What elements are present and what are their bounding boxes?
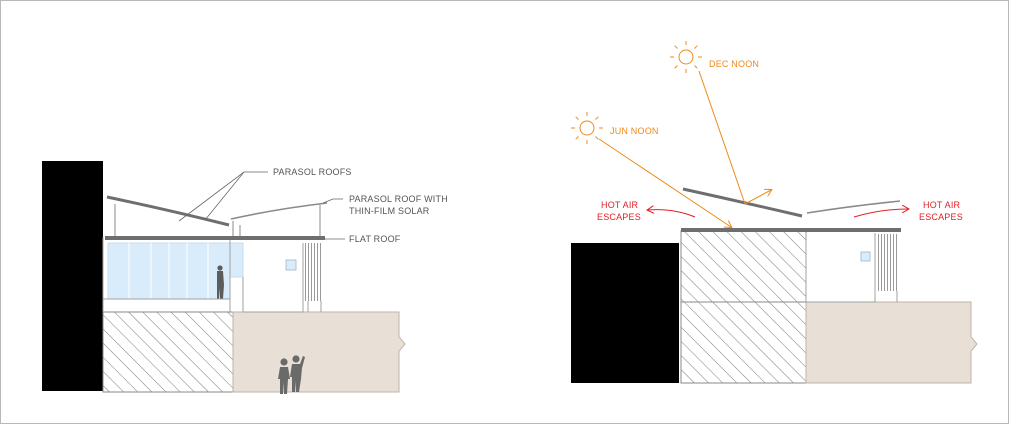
right-parasol-roof-left <box>682 187 803 218</box>
right-parasol-roof-right <box>806 200 901 214</box>
label-parasol-solar-1: PARASOL ROOF WITH <box>349 194 448 204</box>
jun-noon-ray <box>598 138 731 227</box>
label-hot-air-left-1: HOT AIR <box>601 200 639 210</box>
right-louver-screen <box>877 234 897 291</box>
label-hot-air-left-2: ESCAPES <box>597 212 641 222</box>
right-small-window <box>860 251 871 262</box>
sun-icon-jun <box>571 112 603 144</box>
parasol-roof-left <box>106 195 230 227</box>
label-parasol-solar-2: THIN-FILM SOLAR <box>349 206 430 216</box>
label-dec-noon: DEC NOON <box>709 59 759 69</box>
sun-icon-dec <box>670 41 702 73</box>
label-jun-noon: JUN NOON <box>610 126 659 136</box>
interior-person <box>217 265 224 299</box>
dec-noon-ray <box>698 70 746 205</box>
label-hot-air-right-2: ESCAPES <box>919 212 963 222</box>
right-building-outline <box>805 233 876 303</box>
hot-air-arrow-right <box>853 209 908 218</box>
left-small-window <box>285 259 297 271</box>
left-earth <box>232 311 406 393</box>
right-earth <box>805 301 978 384</box>
left-flat-roof <box>105 236 325 240</box>
left-louver-screen <box>303 243 323 301</box>
right-section: DEC NOON JUN NOON HOT AIR ESCAPES HOT AI… <box>571 41 978 384</box>
left-foundation-hatch <box>102 311 234 393</box>
parasol-roof-right <box>230 202 328 220</box>
people-silhouettes <box>278 355 305 394</box>
leader-parasol-solar <box>322 198 343 204</box>
right-mass-wall <box>571 243 679 383</box>
left-mass-wall <box>42 161 103 391</box>
label-parasol-roofs: PARASOL ROOFS <box>273 167 352 177</box>
hot-air-arrow-left <box>648 210 696 218</box>
right-flat-roof <box>681 228 901 232</box>
label-flat-roof: FLAT ROOF <box>349 234 401 244</box>
left-section: PARASOL ROOFS PARASOL ROOF WITH THIN-FIL… <box>42 161 448 394</box>
label-hot-air-right-1: HOT AIR <box>923 200 961 210</box>
right-mass-hatch <box>680 230 807 384</box>
